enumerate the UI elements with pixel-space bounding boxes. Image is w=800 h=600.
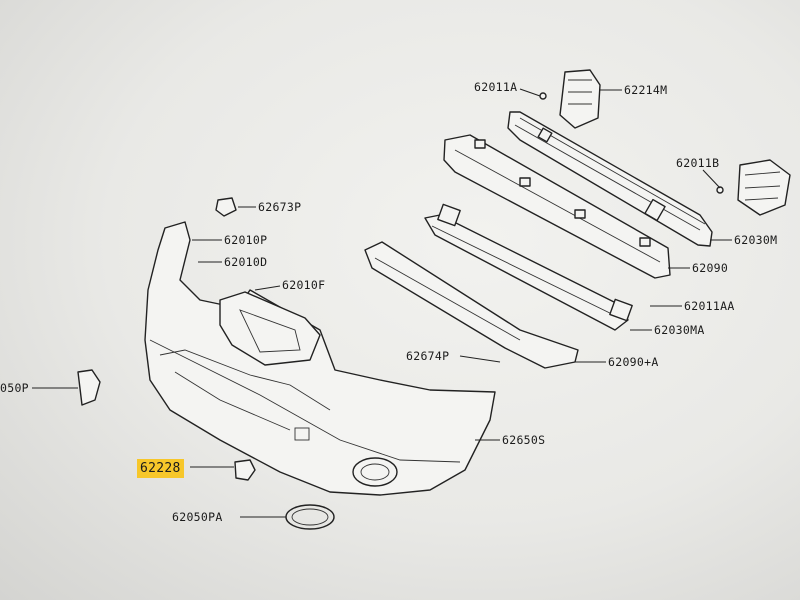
energy-absorber-62090 (443, 134, 671, 279)
bumper-fascia-62650s (144, 221, 496, 496)
label-62010p: 62010P (224, 233, 268, 247)
label-62228-highlighted: 62228 (137, 459, 184, 478)
side-cap-050p (77, 369, 101, 406)
label-62010d: 62010D (224, 255, 268, 269)
fog-ring-62050pa (285, 504, 335, 530)
label-62030m: 62030M (734, 233, 778, 247)
label-62011b: 62011B (676, 156, 720, 170)
grille-support-62010f (219, 291, 321, 366)
cap-62228 (234, 459, 256, 481)
label-62673p: 62673P (258, 200, 302, 214)
label-62674p: 62674P (406, 349, 450, 363)
label-050p: 050P (0, 381, 29, 395)
label-62030ma: 62030MA (654, 323, 705, 337)
label-62050pa: 62050PA (172, 510, 223, 524)
lower-bar-62030ma (424, 203, 633, 331)
bracket-62214m (539, 69, 601, 129)
label-62010f: 62010F (282, 278, 326, 292)
label-62650s: 62650S (502, 433, 546, 447)
bracket-right (716, 159, 791, 216)
label-62011aa: 62011AA (684, 299, 735, 313)
reinforcement-bar-62030m (507, 111, 713, 247)
label-62011a: 62011A (474, 80, 518, 94)
lower-absorber-62090a (364, 241, 579, 369)
label-62090: 62090 (692, 261, 729, 275)
label-62090-a: 62090+A (608, 355, 659, 369)
clip-62673p (215, 197, 237, 217)
label-62214m: 62214M (624, 83, 668, 97)
leader-lines (32, 88, 732, 518)
